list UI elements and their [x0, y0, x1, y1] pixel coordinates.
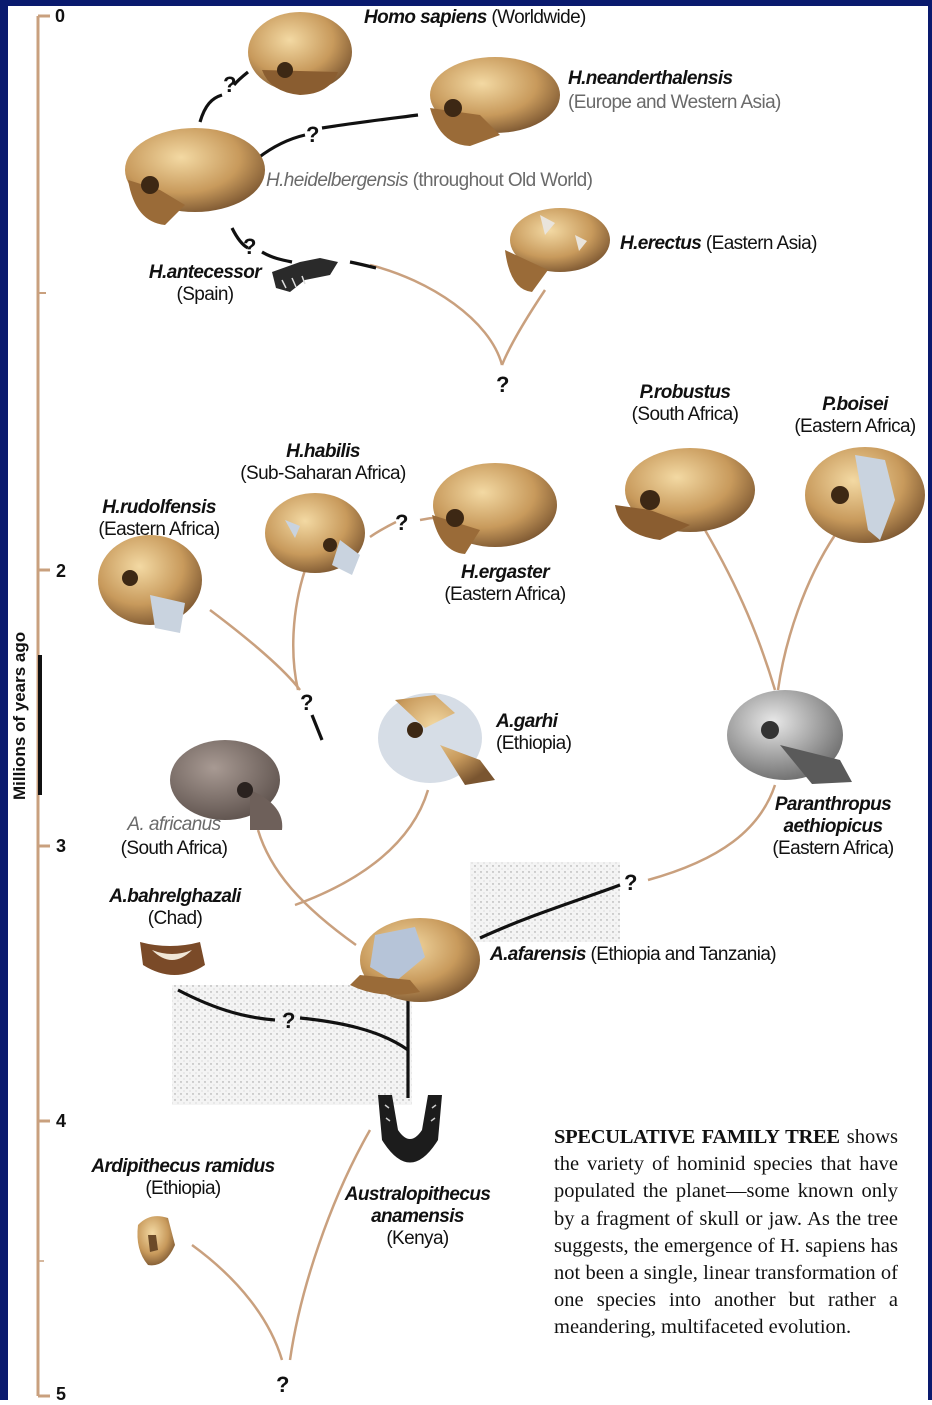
figure-caption: SPECULATIVE FAMILY TREE shows the variet… — [554, 1124, 898, 1342]
bahrelghazali-jaw-icon — [140, 942, 205, 975]
caption-body: shows the variety of hominid species tha… — [554, 1126, 898, 1338]
uncertainty-mark: ? — [223, 72, 236, 98]
boisei-skull-icon — [805, 447, 925, 543]
uncertainty-mark: ? — [282, 1008, 295, 1034]
species-label-homo-sapiens: Homo sapiens (Worldwide) — [364, 7, 586, 29]
uncertainty-mark: ? — [496, 372, 509, 398]
axis-title: Millions of years ago — [10, 632, 30, 800]
species-label-erectus: H.erectus (Eastern Asia) — [620, 233, 817, 255]
species-label-anamensis: Australopithecus anamensis(Kenya) — [330, 1184, 505, 1250]
homo-sapiens-skull-icon — [248, 12, 352, 95]
habilis-skull-icon — [265, 493, 365, 575]
erectus-skull-icon — [505, 208, 610, 292]
uncertainty-mark: ? — [306, 122, 319, 148]
species-label-aethiopicus: Paranthropus aethiopicus(Eastern Africa) — [748, 794, 918, 860]
species-label-bahrelghazali: A.bahrelghazali(Chad) — [95, 886, 255, 930]
time-axis — [38, 16, 50, 1396]
caption-heading: SPECULATIVE FAMILY TREE — [554, 1126, 840, 1148]
species-label-robustus: P.robustus(South Africa) — [610, 382, 760, 426]
species-label-ergaster: H.ergaster(Eastern Africa) — [430, 562, 580, 606]
garhi-skull-icon — [378, 693, 495, 785]
species-label-habilis: H.habilis(Sub-Saharan Africa) — [218, 441, 428, 485]
anamensis-jaw-icon — [378, 1095, 442, 1163]
neanderthalensis-skull-icon — [430, 57, 560, 146]
rudolfensis-skull-icon — [98, 535, 202, 633]
uncertainty-shading — [470, 862, 620, 942]
species-label-garhi: A.garhi(Ethiopia) — [496, 711, 571, 755]
species-label-antecessor: H.antecessor(Spain) — [140, 262, 270, 306]
species-label-boisei: P.boisei(Eastern Africa) — [780, 394, 930, 438]
uncertainty-mark: ? — [300, 690, 313, 716]
ergaster-skull-icon — [432, 463, 557, 554]
axis-tick-label: 5 — [56, 1384, 66, 1405]
antecessor-jaw-icon — [272, 258, 338, 292]
aethiopicus-skull-icon — [727, 690, 852, 784]
afarensis-skull-icon — [350, 918, 480, 1002]
species-label-africanus: A. africanus — [104, 814, 244, 836]
species-label-heidelbergensis: H.heidelbergensis (throughout Old World) — [266, 170, 592, 192]
species-region-neanderthalensis: (Europe and Western Asia) — [568, 92, 781, 114]
axis-tick-label: 2 — [56, 561, 66, 582]
uncertainty-mark: ? — [624, 870, 637, 896]
uncertainty-mark: ? — [243, 234, 256, 260]
ramidus-fragment-icon — [137, 1216, 175, 1265]
species-label-afarensis: A.afarensis (Ethiopia and Tanzania) — [490, 944, 776, 966]
axis-tick-label: 3 — [56, 836, 66, 857]
uncertainty-mark: ? — [395, 510, 408, 536]
species-region-africanus: (South Africa) — [104, 838, 244, 860]
species-label-neanderthalensis: H.neanderthalensis — [568, 68, 732, 90]
robustus-skull-icon — [615, 448, 755, 540]
axis-tick-label: 0 — [55, 6, 65, 27]
axis-tick-label: 4 — [56, 1111, 66, 1132]
species-label-ramidus: Ardipithecus ramidus(Ethiopia) — [78, 1156, 288, 1200]
species-label-rudolfensis: H.rudolfensis(Eastern Africa) — [84, 497, 234, 541]
uncertainty-mark: ? — [276, 1372, 289, 1398]
heidelbergensis-skull-icon — [125, 128, 265, 225]
